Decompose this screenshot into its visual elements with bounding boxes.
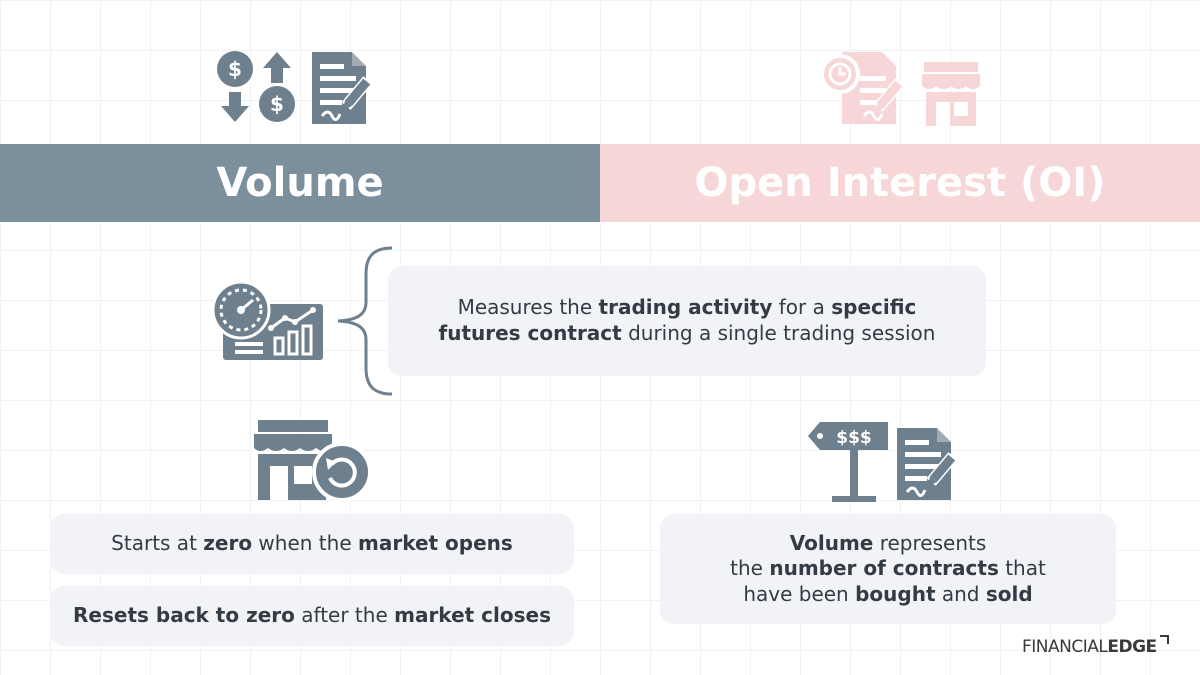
emphasis-text: Resets back to zero — [73, 603, 295, 628]
signed-document-icon — [897, 428, 958, 500]
represents-line-1: Volume represents — [790, 531, 987, 557]
represents-line-3: have been bought and sold — [743, 582, 1032, 608]
body-text: when the — [252, 531, 358, 556]
open-interest-tab-label: Open Interest (OI) — [694, 160, 1106, 206]
open-interest-tab: Open Interest (OI) — [600, 144, 1200, 222]
market-opens-card: Starts at zero when the market opens — [50, 514, 574, 574]
definition-line-2: futures contract during a single trading… — [439, 321, 936, 347]
market-closes-text: Resets back to zero after the market clo… — [73, 603, 551, 629]
store-reset-icon — [254, 420, 372, 502]
coin-label: $ — [270, 92, 284, 116]
body-text: Starts at — [111, 531, 204, 556]
emphasis-text: market opens — [358, 531, 513, 556]
market-closes-card: Resets back to zero after the market clo… — [50, 586, 574, 646]
body-text: represents — [873, 530, 987, 555]
brand-part-2: EDGE — [1107, 637, 1157, 657]
curly-brace — [337, 246, 393, 396]
volume-represents-card: Volume represents the number of contract… — [660, 514, 1116, 624]
emphasis-text: sold — [985, 581, 1033, 606]
emphasis-text: futures contract — [438, 321, 622, 345]
clock-document-icon — [820, 52, 905, 124]
storefront-icon — [922, 62, 980, 126]
volume-definition-card: Measures the trading activity for a spec… — [388, 266, 986, 376]
emphasis-text: specific — [831, 295, 917, 320]
brand-part-1: FINANCIAL — [1022, 637, 1108, 657]
body-text: the — [730, 556, 770, 581]
represents-line-2: the number of contracts that — [730, 556, 1046, 582]
volume-tab: Volume — [0, 144, 600, 222]
gauge-chart-icon — [213, 280, 323, 360]
contract-document-icon — [312, 52, 373, 124]
body-text: Measures the — [457, 295, 599, 320]
price-signpost-icon: $$$ — [808, 422, 888, 502]
emphasis-text: trading activity — [598, 295, 773, 320]
emphasis-text: market closes — [394, 603, 551, 628]
coin-label: $ — [228, 57, 242, 81]
emphasis-text: number of contracts — [769, 556, 999, 581]
dollar-exchange-icon: $ $ — [217, 51, 295, 122]
emphasis-text: Volume — [789, 530, 874, 555]
emphasis-text: bought — [855, 581, 936, 606]
market-opens-text: Starts at zero when the market opens — [111, 531, 513, 557]
price-tag-label: $$$ — [836, 428, 872, 448]
body-text: have been — [743, 581, 856, 606]
body-text: after the — [294, 603, 395, 628]
body-text: and — [935, 581, 986, 606]
brand-corner-icon — [1159, 635, 1169, 644]
definition-line-1: Measures the trading activity for a spec… — [458, 295, 917, 321]
emphasis-text: zero — [203, 531, 253, 556]
body-text: during a single trading session — [621, 321, 936, 345]
body-text: that — [998, 556, 1046, 581]
volume-tab-label: Volume — [216, 160, 384, 206]
body-text: for a — [772, 295, 832, 320]
